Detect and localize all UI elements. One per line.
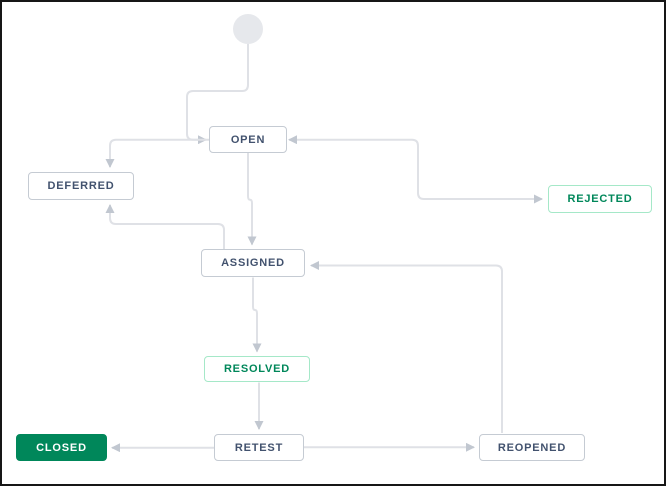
edge-open-rejected-bidirectional — [288, 135, 543, 204]
node-reopened[interactable]: REOPENED — [479, 434, 585, 461]
start-node-circle[interactable] — [233, 14, 263, 44]
node-rejected[interactable]: REJECTED — [548, 185, 652, 213]
node-open[interactable]: OPEN — [209, 126, 287, 153]
edge-reopened-assigned — [310, 261, 503, 433]
edge-assigned-deferred — [105, 204, 225, 249]
node-deferred[interactable]: DEFERRED — [28, 172, 134, 200]
node-resolved[interactable]: RESOLVED — [204, 356, 310, 382]
edge-open-assigned — [247, 153, 257, 246]
edge-assigned-resolved — [252, 277, 262, 353]
edge-open-deferred — [105, 138, 209, 168]
node-assigned[interactable]: ASSIGNED — [201, 249, 305, 277]
edge-start-open — [186, 44, 249, 145]
node-retest[interactable]: RETEST — [214, 434, 304, 461]
node-closed[interactable]: CLOSED — [16, 434, 107, 461]
